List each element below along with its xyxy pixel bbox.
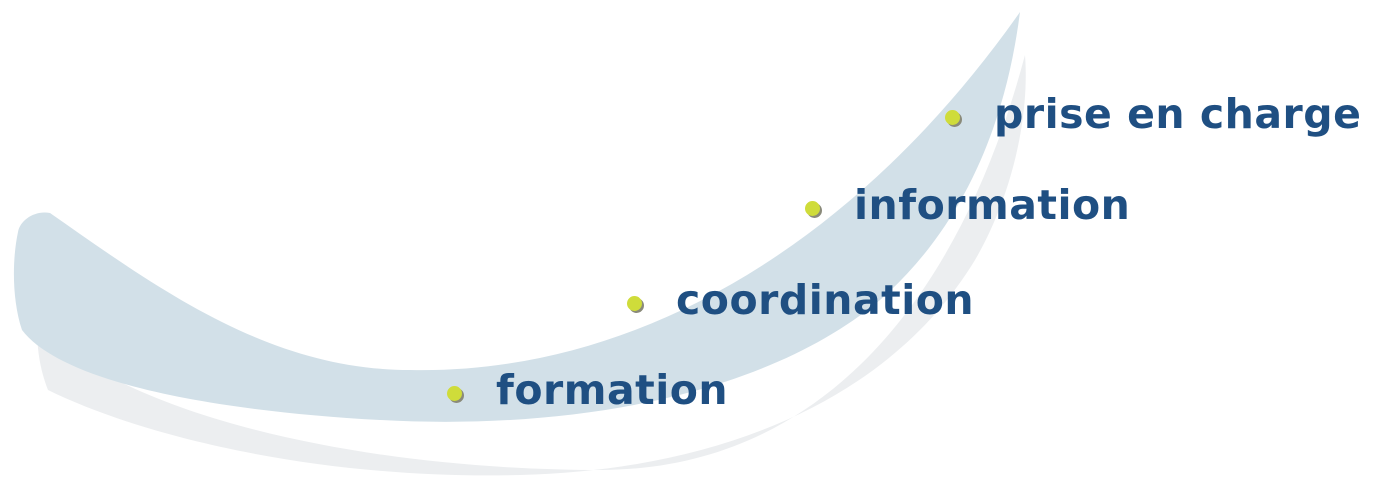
item-label: formation — [496, 366, 729, 414]
bullet-icon — [447, 386, 462, 401]
list-item-prise-en-charge: prise en charge — [945, 94, 1361, 135]
item-label: prise en charge — [994, 90, 1362, 138]
bullet-icon — [945, 110, 960, 125]
swoosh-main-shape — [13, 12, 1020, 422]
list-item-formation: formation — [447, 370, 728, 411]
list-item-coordination: coordination — [627, 280, 974, 321]
list-item-information: information — [805, 185, 1130, 226]
bullet-icon — [805, 201, 820, 216]
item-label: information — [854, 181, 1131, 229]
item-label: coordination — [676, 276, 975, 324]
bullet-icon — [627, 296, 642, 311]
